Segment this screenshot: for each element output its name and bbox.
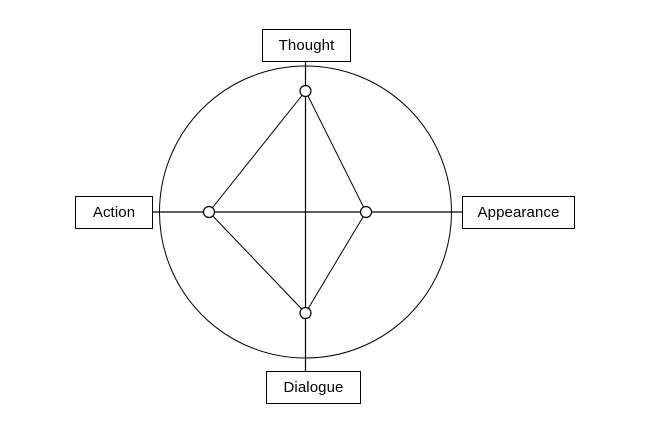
- edge-dialogue-action: [208, 211, 306, 314]
- label-box-action[interactable]: Action: [75, 196, 153, 229]
- edge-action-thought: [208, 90, 306, 213]
- label-text-action: Action: [92, 204, 136, 221]
- label-text-dialogue: Dialogue: [283, 379, 344, 396]
- label-text-thought: Thought: [278, 37, 335, 54]
- node-marker-thought[interactable]: [299, 84, 312, 98]
- edge-thought-appearance: [305, 90, 367, 213]
- node-marker-appearance[interactable]: [359, 205, 373, 219]
- label-box-dialogue[interactable]: Dialogue: [266, 371, 361, 404]
- node-marker-dialogue[interactable]: [299, 306, 312, 320]
- label-text-appearance: Appearance: [477, 204, 560, 221]
- edge-appearance-dialogue: [305, 211, 367, 314]
- label-box-thought[interactable]: Thought: [262, 29, 351, 62]
- label-box-appearance[interactable]: Appearance: [462, 196, 575, 229]
- node-marker-action[interactable]: [202, 205, 216, 219]
